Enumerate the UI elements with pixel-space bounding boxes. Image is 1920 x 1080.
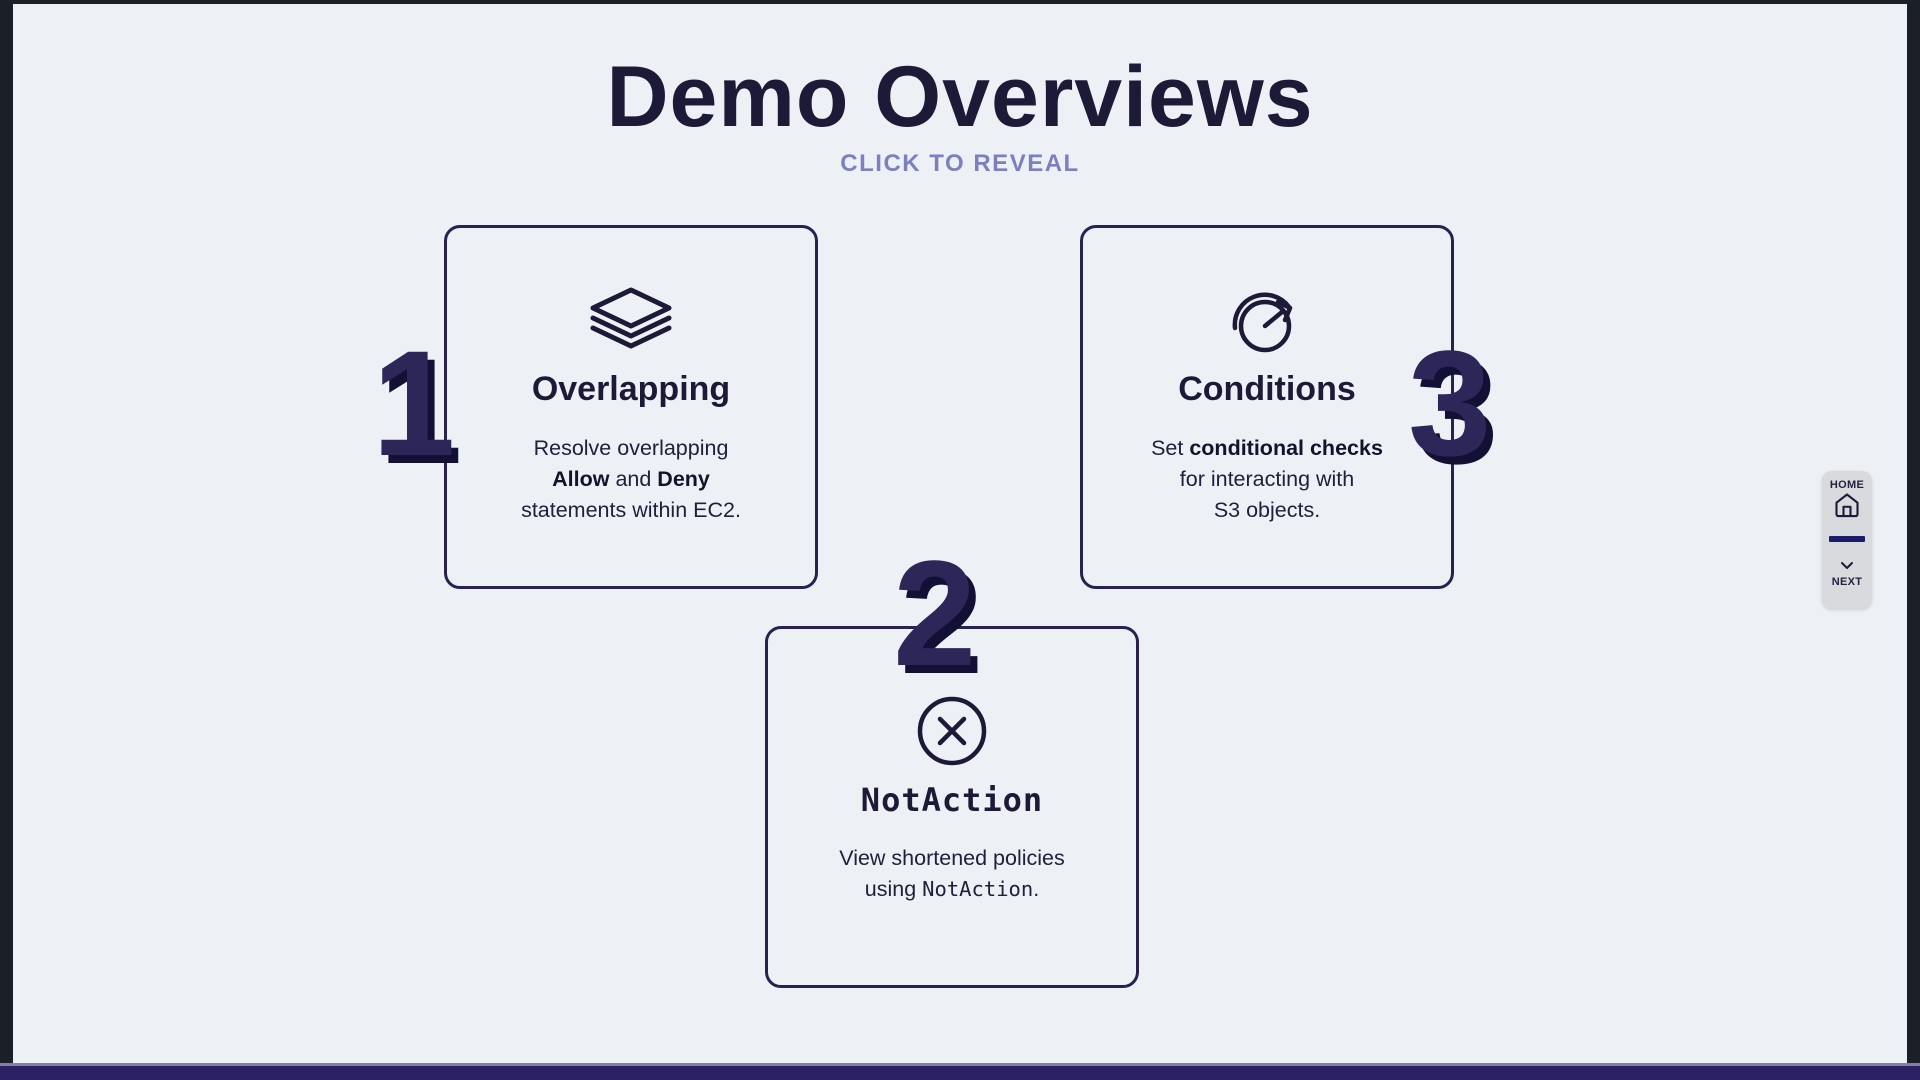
x-circle-icon xyxy=(768,691,1136,771)
body-line: Set conditional checks xyxy=(1151,436,1383,460)
card-title: NotAction xyxy=(860,781,1044,819)
body-line: Allow and Deny xyxy=(552,467,710,491)
next-label: NEXT xyxy=(1831,576,1863,588)
card-body: View shortened policies using NotAction. xyxy=(768,843,1136,905)
page-subtitle: CLICK TO REVEAL xyxy=(840,150,1080,177)
body-line: Resolve overlapping xyxy=(533,436,729,460)
card-title: Conditions xyxy=(1178,370,1356,408)
frame-top xyxy=(0,0,1920,4)
frame-right xyxy=(1907,0,1920,1080)
home-icon xyxy=(1833,491,1861,524)
nav-progress-rule xyxy=(1829,536,1865,542)
page-title: Demo Overviews xyxy=(606,49,1314,145)
dial-rotate-icon xyxy=(1083,280,1451,360)
card-body: Set conditional checks for interacting w… xyxy=(1083,433,1451,526)
body-line: S3 objects. xyxy=(1213,498,1321,522)
home-label: HOME xyxy=(1829,479,1865,491)
body-line: using NotAction. xyxy=(864,877,1040,901)
bottom-accent-bar xyxy=(0,1063,1920,1080)
slide-nav: HOME NEXT xyxy=(1822,471,1872,609)
step-number-2: 2 xyxy=(893,529,977,697)
card-overlapping[interactable]: Overlapping Resolve overlapping Allow an… xyxy=(444,225,818,589)
card-body: Resolve overlapping Allow and Deny state… xyxy=(447,433,815,526)
home-button[interactable]: HOME xyxy=(1830,479,1864,524)
chevron-down-icon xyxy=(1840,558,1854,576)
body-line: statements within EC2. xyxy=(521,498,741,522)
card-notaction[interactable]: NotAction View shortened policies using … xyxy=(765,626,1139,988)
body-line: View shortened policies xyxy=(839,846,1065,870)
step-number-3: 3 xyxy=(1408,319,1492,487)
next-button[interactable]: NEXT xyxy=(1832,558,1863,588)
body-line: for interacting with xyxy=(1179,467,1355,491)
layers-icon xyxy=(447,280,815,360)
card-title: Overlapping xyxy=(531,370,731,408)
step-number-1: 1 xyxy=(372,319,456,487)
card-conditions[interactable]: Conditions Set conditional checks for in… xyxy=(1080,225,1454,589)
frame-left xyxy=(0,0,13,1080)
